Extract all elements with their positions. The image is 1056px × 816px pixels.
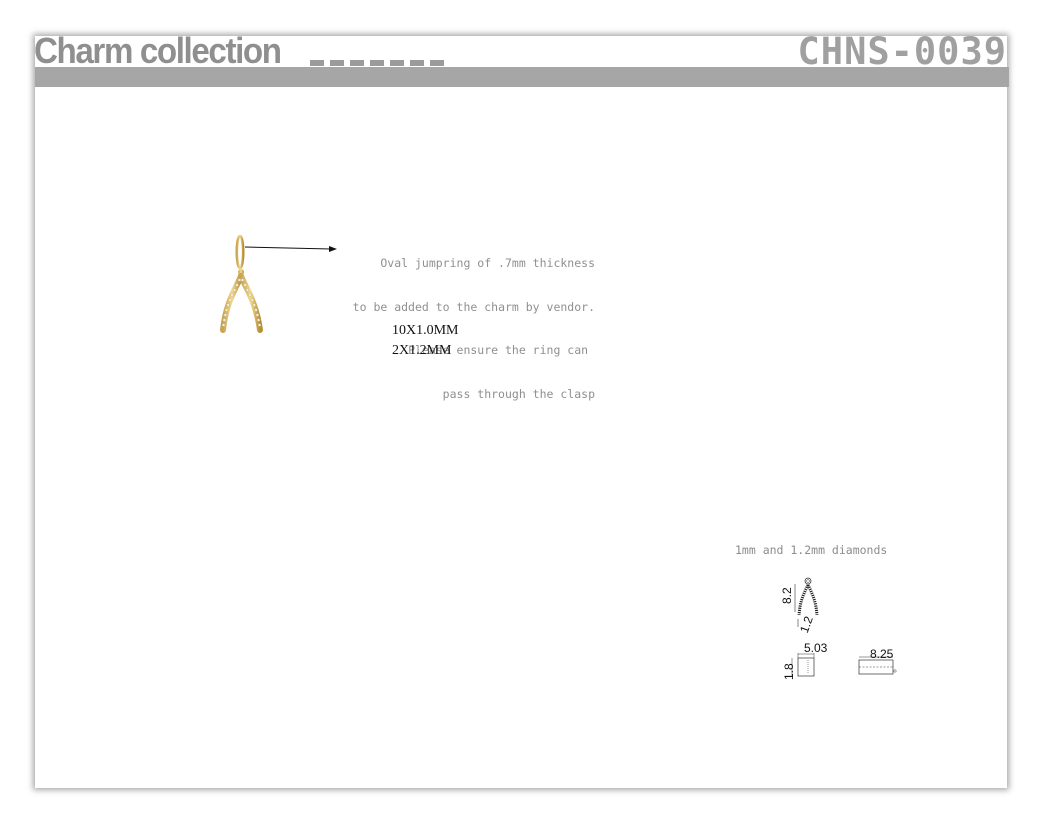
pave-diamonds — [222, 278, 262, 327]
note-line-2: to be added to the charm by vendor. — [352, 299, 595, 314]
jump-ring — [235, 234, 245, 270]
dim-thickness: 1.8 — [782, 663, 796, 680]
stone-size-2: 2X1.2MM — [392, 343, 452, 358]
diamond-note: 1mm and 1.2mm diamonds — [735, 543, 888, 557]
stone-sizes: 10X1.0MM 2X1.2MM — [392, 321, 459, 361]
jumpring-note: Oval jumpring of .7mm thickness to be ad… — [275, 227, 595, 416]
pointer-arrow — [244, 246, 337, 252]
tech-drawing-side — [791, 653, 815, 677]
header-dashes — [310, 60, 445, 66]
dim-height: 8.2 — [780, 587, 794, 604]
stone-size-1: 10X1.0MM — [392, 323, 459, 338]
wishbone-left-leg — [220, 273, 244, 333]
note-line-3: Please ensure the ring can — [408, 343, 595, 357]
header-bar — [35, 67, 1009, 87]
charm-image — [220, 234, 263, 333]
dim-side-width: 5.03 — [804, 641, 828, 655]
page-title: Charm collection — [34, 30, 282, 71]
drawing-sheet — [35, 36, 1007, 788]
product-code: CHNS-0039 — [797, 30, 1007, 73]
tech-drawing-top — [858, 656, 897, 675]
note-line-4: pass through the clasp — [442, 386, 595, 401]
tech-drawing-front — [794, 577, 819, 627]
dim-top-length: 8.25 — [870, 647, 894, 661]
note-line-1: Oval jumpring of .7mm thickness — [380, 256, 595, 270]
